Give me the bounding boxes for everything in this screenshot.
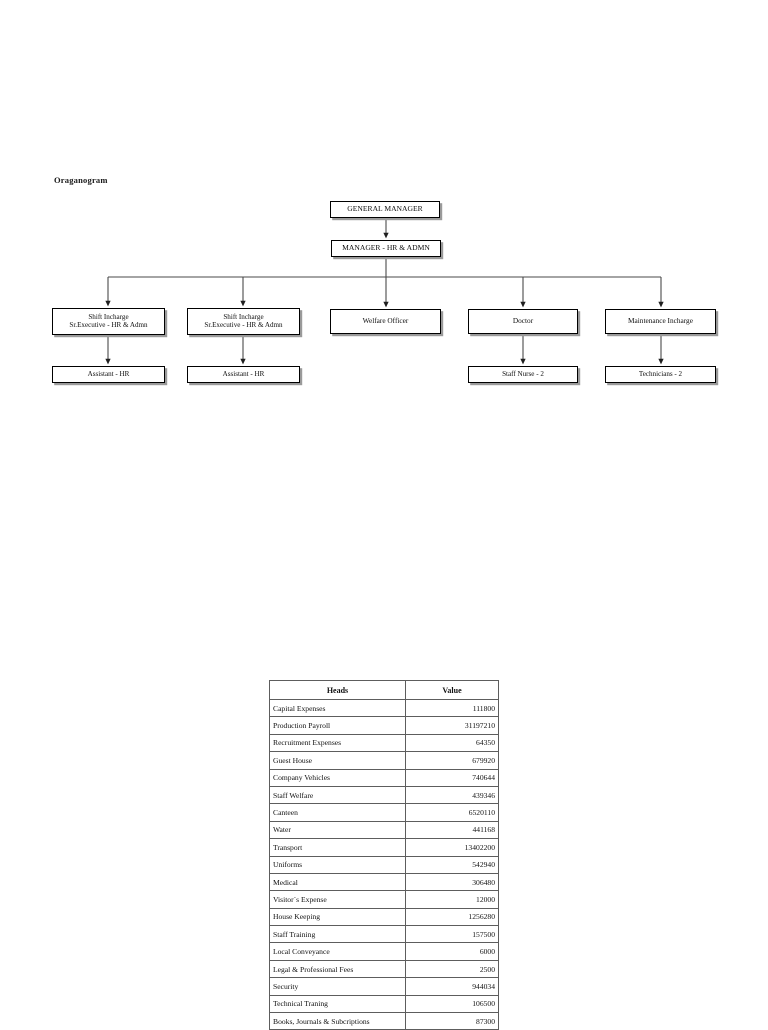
cell-head: Water	[269, 820, 406, 840]
cell-head: Books, Journals & Subcriptions	[269, 1012, 406, 1030]
cell-value: 439346	[405, 785, 499, 805]
cell-value: 679920	[405, 751, 499, 770]
org-node-assistant-hr-1[interactable]: Assistant - HR	[52, 366, 165, 383]
cell-head: Technical Traning	[269, 994, 406, 1014]
org-node-assistant-hr-2[interactable]: Assistant - HR	[187, 366, 300, 383]
cell-head: Transport	[269, 838, 406, 857]
cell-value: 1256280	[405, 907, 499, 927]
cell-head: Guest House	[269, 751, 406, 770]
cell-value: 157500	[405, 925, 499, 944]
organization-chart: GENERAL MANAGER MANAGER - HR & ADMN Shif…	[0, 0, 768, 420]
cell-value: 740644	[405, 768, 499, 787]
org-node-maintenance-incharge[interactable]: Maintenance Incharge	[605, 309, 716, 334]
org-node-label: Staff Nurse - 2	[502, 369, 544, 378]
cell-head: Company Vehicles	[269, 768, 406, 787]
org-node-shift-incharge-2[interactable]: Shift Incharge Sr.Executive - HR & Admn	[187, 308, 300, 335]
org-node-label: Assistant - HR	[87, 369, 130, 378]
org-node-label: GENERAL MANAGER	[347, 204, 423, 214]
cell-value: 441168	[405, 820, 499, 840]
cell-head: Medical	[269, 872, 406, 892]
org-node-shift-incharge-1[interactable]: Shift Incharge Sr.Executive - HR & Admn	[52, 308, 165, 335]
cell-head: House Keeping	[269, 907, 406, 927]
org-node-general-manager[interactable]: GENERAL MANAGER	[330, 201, 440, 218]
org-node-label: Welfare Officer	[362, 316, 409, 326]
org-node-label-line2: Sr.Executive - HR & Admn	[69, 320, 148, 329]
cell-value: 106500	[405, 994, 499, 1014]
org-node-label: Technicians - 2	[638, 369, 683, 378]
cell-head: Staff Welfare	[269, 785, 406, 805]
cell-value: 87300	[405, 1012, 499, 1030]
org-node-doctor[interactable]: Doctor	[468, 309, 578, 334]
org-chart-connectors	[105, 218, 664, 365]
cell-value: 12000	[405, 890, 499, 909]
cell-value: 2500	[405, 959, 499, 979]
column-header-value: Value	[405, 680, 499, 700]
cell-head: Security	[269, 977, 406, 996]
cell-value: 6000	[405, 942, 499, 961]
org-node-label-line1: Shift Incharge	[223, 312, 264, 321]
cell-head: Visitor´s Expense	[269, 890, 406, 909]
column-header-heads: Heads	[269, 680, 406, 700]
cell-value: 13402200	[405, 838, 499, 857]
cell-value: 306480	[405, 872, 499, 892]
cell-value: 542940	[405, 855, 499, 874]
org-node-label: Doctor	[512, 316, 534, 326]
org-node-label: Maintenance Incharge	[628, 316, 693, 326]
org-node-label-line1: Shift Incharge	[88, 312, 129, 321]
cell-head: Canteen	[269, 803, 406, 822]
org-node-staff-nurse[interactable]: Staff Nurse - 2	[468, 366, 578, 383]
cell-head: Staff Training	[269, 925, 406, 944]
org-node-label: Assistant - HR	[222, 369, 265, 378]
org-node-label: MANAGER - HR & ADMN	[342, 243, 430, 253]
org-node-technicians[interactable]: Technicians - 2	[605, 366, 716, 383]
org-node-manager-hr-admn[interactable]: MANAGER - HR & ADMN	[331, 240, 441, 257]
table-header-row: Heads Value	[269, 680, 499, 700]
cell-head: Uniforms	[269, 855, 406, 874]
cell-head: Legal & Professional Fees	[269, 959, 406, 979]
cell-value: 944034	[405, 977, 499, 996]
org-node-label-line2: Sr.Executive - HR & Admn	[204, 320, 283, 329]
cell-value: 6520110	[405, 803, 499, 822]
cell-head: Production Payroll	[269, 716, 406, 735]
cell-value: 111800	[405, 698, 499, 718]
cell-head: Recruitment Expenses	[269, 733, 406, 753]
org-node-welfare-officer[interactable]: Welfare Officer	[330, 309, 441, 334]
cell-head: Capital Expenses	[269, 698, 406, 718]
cell-value: 64350	[405, 733, 499, 753]
cell-value: 31197210	[405, 716, 499, 735]
cell-head: Local Conveyance	[269, 942, 406, 961]
org-section-title: Oraganogram	[54, 175, 108, 185]
